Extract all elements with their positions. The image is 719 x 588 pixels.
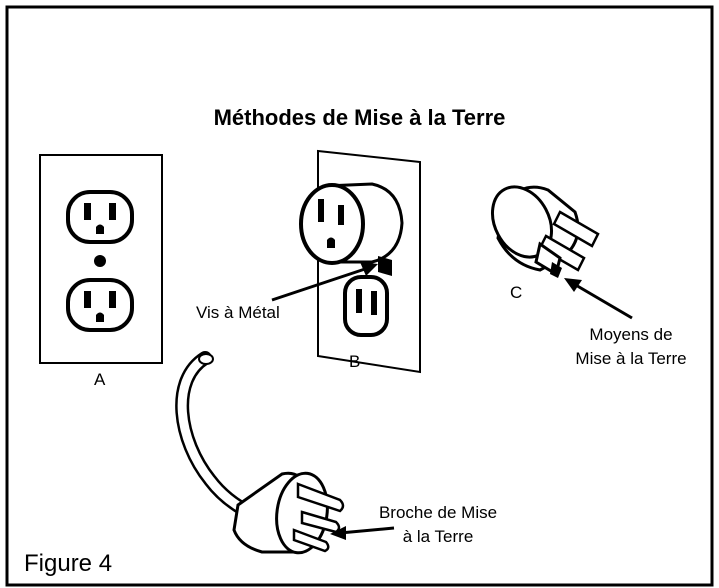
label-moyens-line1: Moyens de [589,325,673,344]
adapter-plug-c [491,185,600,278]
upper-receptacle [66,190,134,244]
label-c: C [510,283,523,302]
lower-receptacle [66,278,134,332]
arrow-vis-metal [271,262,378,302]
label-moyens-line2: Mise à la Terre [575,349,687,368]
label-broche-line1: Broche de Mise [378,503,498,522]
label-vis-metal: Vis à Métal [196,303,280,322]
figure-label: Figure 4 [24,550,113,577]
grounded-plug-cord [175,351,345,555]
figure-border [5,5,714,587]
diagram-title: Méthodes de Mise à la Terre [213,105,506,130]
arrow-moyens [564,278,633,320]
outlet-with-adapter-b [299,149,421,374]
center-screw [94,255,106,267]
outlet-plate-a [39,154,163,364]
arrow-broche [330,526,395,540]
label-b: B [349,352,361,371]
label-broche-line2: à la Terre [402,527,474,546]
label-a: A [94,370,106,389]
